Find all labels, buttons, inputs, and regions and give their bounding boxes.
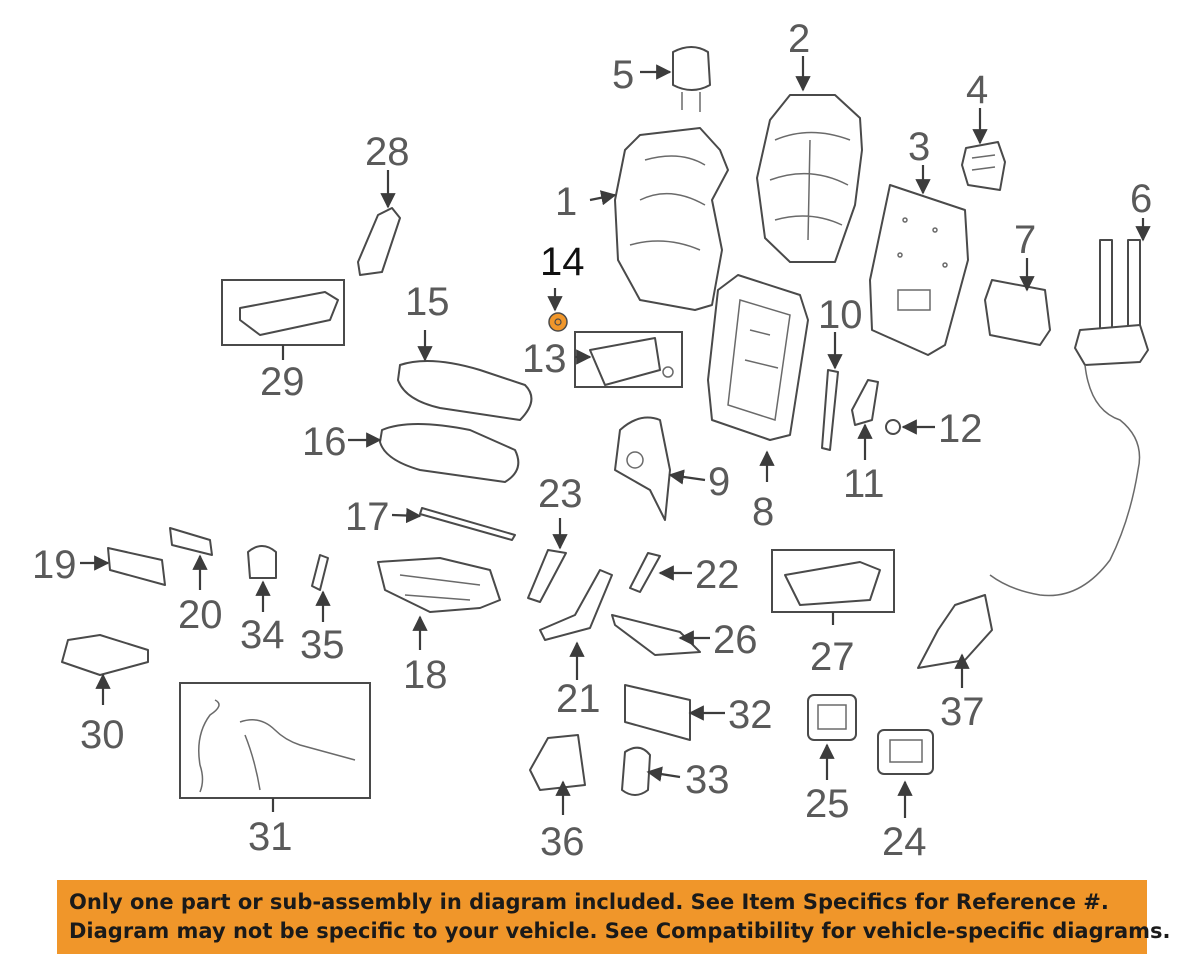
part-14-nut — [548, 312, 568, 332]
part-31-wiring-boxed — [179, 682, 371, 799]
callout-27: 27 — [810, 635, 855, 679]
callout-13: 13 — [522, 337, 567, 381]
callout-28: 28 — [365, 130, 410, 174]
callout-1: 1 — [555, 180, 577, 224]
part-16-cushion-cover — [379, 423, 520, 483]
part-10-rod — [821, 369, 839, 451]
callout-30: 30 — [80, 713, 125, 757]
part-7-module — [984, 279, 1051, 346]
callout-33: 33 — [685, 758, 730, 802]
callout-35: 35 — [300, 623, 345, 667]
callout-11: 11 — [843, 462, 885, 506]
callout-4: 4 — [966, 68, 988, 112]
part-18-seat-pan — [377, 557, 501, 613]
callout-8: 8 — [752, 490, 774, 534]
parts-diagram: 1 2 3 4 5 6 7 8 9 10 11 12 13 14 15 16 1… — [32, 17, 1152, 864]
part-4-latch-cover — [961, 141, 1006, 191]
callout-7: 7 — [1014, 218, 1036, 262]
callout-labels: 1 2 3 4 5 6 7 8 9 10 11 12 13 14 15 16 1… — [32, 17, 1152, 864]
callout-5: 5 — [612, 53, 634, 97]
part-11-clip — [851, 379, 879, 426]
callout-17: 17 — [345, 495, 390, 539]
disclaimer-banner: Only one part or sub-assembly in diagram… — [57, 880, 1171, 954]
callout-18: 18 — [403, 653, 448, 697]
part-15-cushion-pad — [397, 360, 533, 421]
part-23-strip — [527, 549, 567, 603]
part-35-clip — [311, 554, 329, 591]
callout-22: 22 — [695, 553, 740, 597]
callout-16: 16 — [302, 420, 347, 464]
part-8-seatback-frame — [707, 274, 809, 441]
part-22-strip — [629, 552, 661, 593]
part-20-bracket — [169, 527, 213, 556]
part-29-trim-boxed — [221, 279, 345, 346]
callout-3: 3 — [908, 125, 930, 169]
disclaimer-line-1: Only one part or sub-assembly in diagram… — [69, 890, 1109, 914]
leader-arrows — [80, 56, 1151, 818]
part-21-bracket — [539, 569, 613, 641]
part-19-trim — [107, 547, 166, 586]
callout-9: 9 — [708, 460, 730, 504]
disclaimer-line-2: Diagram may not be specific to your vehi… — [69, 919, 1171, 943]
callout-2: 2 — [788, 17, 810, 61]
callout-34: 34 — [240, 613, 285, 657]
callout-20: 20 — [178, 593, 223, 637]
callout-24: 24 — [882, 820, 927, 864]
part-25-switch — [807, 694, 857, 741]
callout-29: 29 — [260, 360, 305, 404]
callout-15: 15 — [405, 280, 450, 324]
part-37-cover — [917, 594, 993, 669]
callout-6: 6 — [1130, 177, 1152, 221]
callout-26: 26 — [713, 618, 758, 662]
callout-31: 31 — [248, 815, 293, 859]
callout-37: 37 — [940, 690, 985, 734]
callout-23: 23 — [538, 472, 583, 516]
callout-21: 21 — [556, 677, 601, 721]
callout-12: 12 — [938, 407, 983, 451]
part-1-seatback-cover — [614, 127, 729, 311]
part-13-box — [574, 331, 683, 388]
part-27-trim-boxed — [771, 549, 895, 613]
part-33-cap — [621, 746, 651, 796]
part-17-trim-strip — [419, 507, 516, 541]
callout-36: 36 — [540, 820, 585, 864]
callout-25: 25 — [805, 782, 850, 826]
callout-32: 32 — [728, 693, 773, 737]
part-5-headrest — [672, 46, 711, 112]
callout-19: 19 — [32, 543, 77, 587]
part-26-linkage — [611, 614, 701, 656]
part-12-washer — [885, 419, 901, 435]
part-24-switch — [877, 729, 934, 775]
part-9-bracket — [614, 416, 671, 521]
callout-10: 10 — [818, 293, 863, 337]
part-28-trim — [357, 207, 401, 276]
callout-14: 14 — [540, 240, 585, 284]
part-36-cover — [529, 734, 586, 791]
part-13-handle — [589, 337, 674, 386]
part-2-seatback-pad — [756, 94, 863, 263]
part-6-recliner-cable — [989, 239, 1149, 597]
part-32-bracket — [624, 684, 691, 741]
part-3-seatback-panel — [869, 184, 969, 356]
part-30-bracket — [61, 634, 149, 676]
part-34-clip — [247, 545, 277, 579]
